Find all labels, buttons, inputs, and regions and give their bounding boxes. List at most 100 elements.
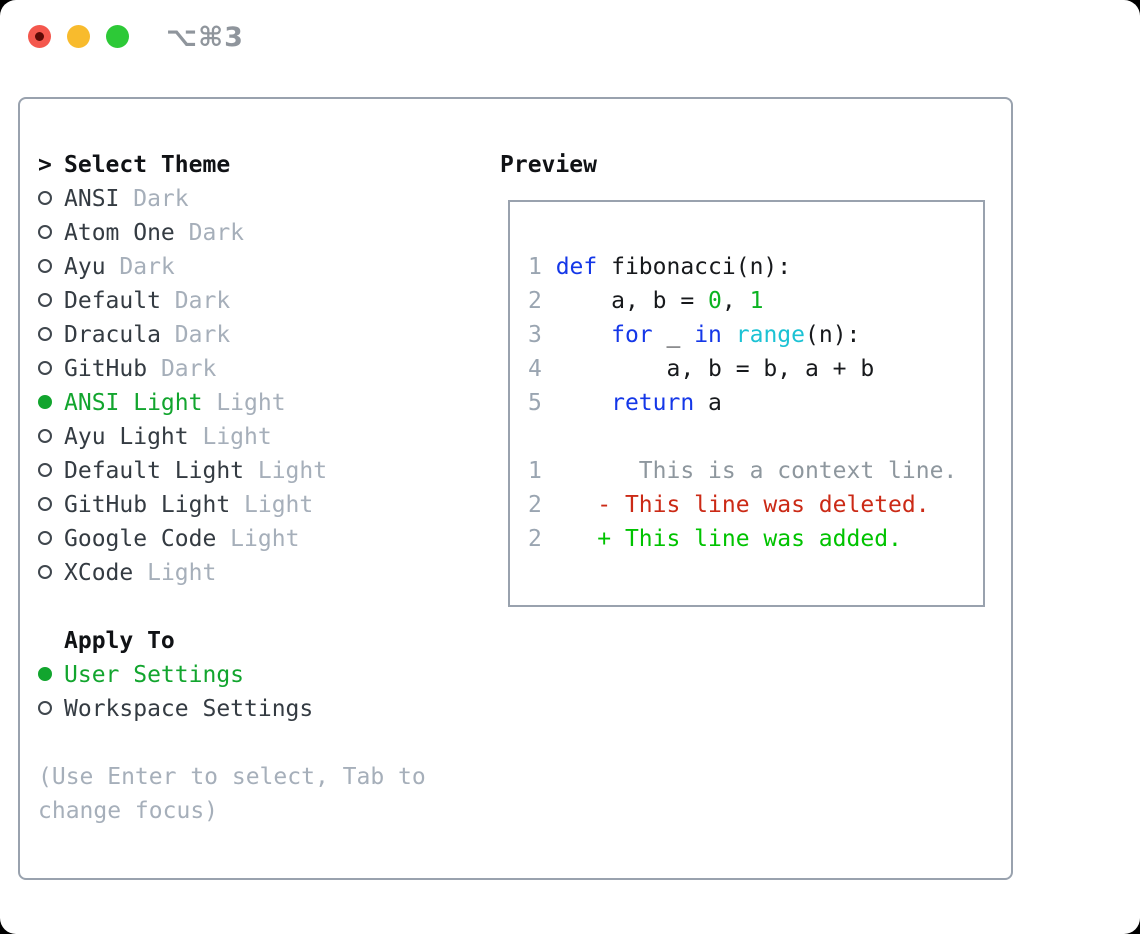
code-token: in [694, 322, 722, 348]
code-token [556, 526, 598, 552]
theme-variant-label: Dark [174, 220, 245, 246]
theme-option-ansi-light[interactable]: ANSI Light Light [38, 386, 426, 420]
code-line: 4 a, b = b, a + b [528, 352, 983, 386]
open-circle-icon [38, 531, 52, 545]
theme-option-ayu[interactable]: Ayu Dark [38, 250, 426, 284]
preview-header-label: Preview [500, 152, 597, 178]
code-token: _ [652, 322, 695, 348]
theme-option-label: GitHub [64, 356, 148, 382]
line-number: 1 [528, 254, 556, 280]
open-circle-icon [38, 327, 52, 341]
theme-option-label: Default [64, 288, 161, 314]
theme-option-label: Ayu Light [64, 424, 189, 450]
help-text-line: change focus) [38, 798, 219, 824]
help-text: (Use Enter to select, Tab to change focus… [38, 760, 426, 828]
radio-icon [38, 522, 64, 556]
code-token: a [694, 390, 722, 416]
code-line: 3 for _ in range(n): [528, 318, 983, 352]
theme-option-github[interactable]: GitHub Dark [38, 352, 426, 386]
close-button[interactable] [28, 25, 51, 48]
apply-option-label: User Settings [64, 662, 245, 688]
radio-icon [38, 318, 64, 352]
line-number: 2 [528, 492, 556, 518]
theme-option-label: Default Light [64, 458, 245, 484]
theme-variant-label: Dark [105, 254, 175, 280]
code-token: range [735, 322, 805, 348]
open-circle-icon [38, 361, 52, 375]
filled-circle-icon [38, 395, 52, 409]
theme-option-dracula[interactable]: Dracula Dark [38, 318, 426, 352]
radio-icon [38, 454, 64, 488]
theme-variant-label: Dark [160, 288, 231, 314]
theme-option-label: Ayu [64, 254, 106, 280]
theme-option-ayu-light[interactable]: Ayu Light Light [38, 420, 426, 454]
theme-option-label: ANSI Light [64, 390, 203, 416]
theme-option-github-light[interactable]: GitHub Light Light [38, 488, 426, 522]
open-circle-icon [38, 565, 52, 579]
theme-option-atom-one[interactable]: Atom One Dark [38, 216, 426, 250]
theme-option-label: GitHub Light [64, 492, 231, 518]
code-token: a, b = b, a + b [555, 356, 875, 382]
code-token: a, b = [555, 288, 709, 314]
theme-variant-label: Light [133, 560, 217, 586]
apply-option-user-settings[interactable]: User Settings [38, 658, 426, 692]
theme-option-label: XCode [64, 560, 134, 586]
theme-variant-label: Light [188, 424, 272, 450]
code-token [556, 492, 598, 518]
minimize-button[interactable] [67, 25, 90, 48]
line-number: 5 [528, 390, 556, 416]
open-circle-icon [38, 701, 52, 715]
help-text-line: (Use Enter to select, Tab to [38, 764, 426, 790]
window-title: ⌥⌘3 [166, 22, 244, 53]
line-number: 2 [528, 526, 556, 552]
code-token: 1 [749, 288, 764, 314]
theme-option-label: Dracula [64, 322, 161, 348]
radio-icon [38, 692, 64, 726]
radio-icon [38, 420, 64, 454]
theme-option-ansi[interactable]: ANSI Dark [38, 182, 426, 216]
code-token [556, 322, 611, 348]
open-circle-icon [38, 293, 52, 307]
line-number: 2 [528, 288, 556, 314]
theme-option-default-light[interactable]: Default Light Light [38, 454, 426, 488]
line-number: 4 [528, 356, 556, 382]
apply-to-header: Apply To [38, 624, 426, 658]
code-token: return [611, 390, 695, 416]
titlebar: ⌥⌘3 [0, 0, 1140, 72]
code-token: fibonacci(n): [597, 254, 792, 280]
traffic-lights [28, 25, 129, 48]
diff-line: 2 + This line was added. [528, 522, 983, 556]
theme-variant-label: Light [202, 390, 286, 416]
radio-icon [38, 182, 64, 216]
selected-radio-icon [38, 386, 64, 420]
code-line: 2 a, b = 0, 1 [528, 284, 983, 318]
theme-option-label: ANSI [64, 186, 120, 212]
code-token: + This line was added. [597, 526, 902, 552]
focus-caret-icon: > [38, 152, 52, 178]
preview-header: Preview [500, 148, 985, 182]
theme-option-default[interactable]: Default Dark [38, 284, 426, 318]
select-theme-header-label: Select Theme [64, 152, 231, 178]
code-line: 1 def fibonacci(n): [528, 250, 983, 284]
radio-icon [38, 284, 64, 318]
open-circle-icon [38, 191, 52, 205]
radio-icon [38, 556, 64, 590]
open-circle-icon [38, 463, 52, 477]
theme-option-google-code[interactable]: Google Code Light [38, 522, 426, 556]
diff-line: 2 - This line was deleted. [528, 488, 983, 522]
code-token: def [555, 254, 598, 280]
line-number: 3 [528, 322, 556, 348]
zoom-button[interactable] [106, 25, 129, 48]
theme-variant-label: Light [216, 526, 300, 552]
apply-option-label: Workspace Settings [64, 696, 314, 722]
theme-option-xcode[interactable]: XCode Light [38, 556, 426, 590]
theme-option-label: Google Code [64, 526, 217, 552]
apply-option-workspace-settings[interactable]: Workspace Settings [38, 692, 426, 726]
theme-variant-label: Dark [160, 322, 231, 348]
